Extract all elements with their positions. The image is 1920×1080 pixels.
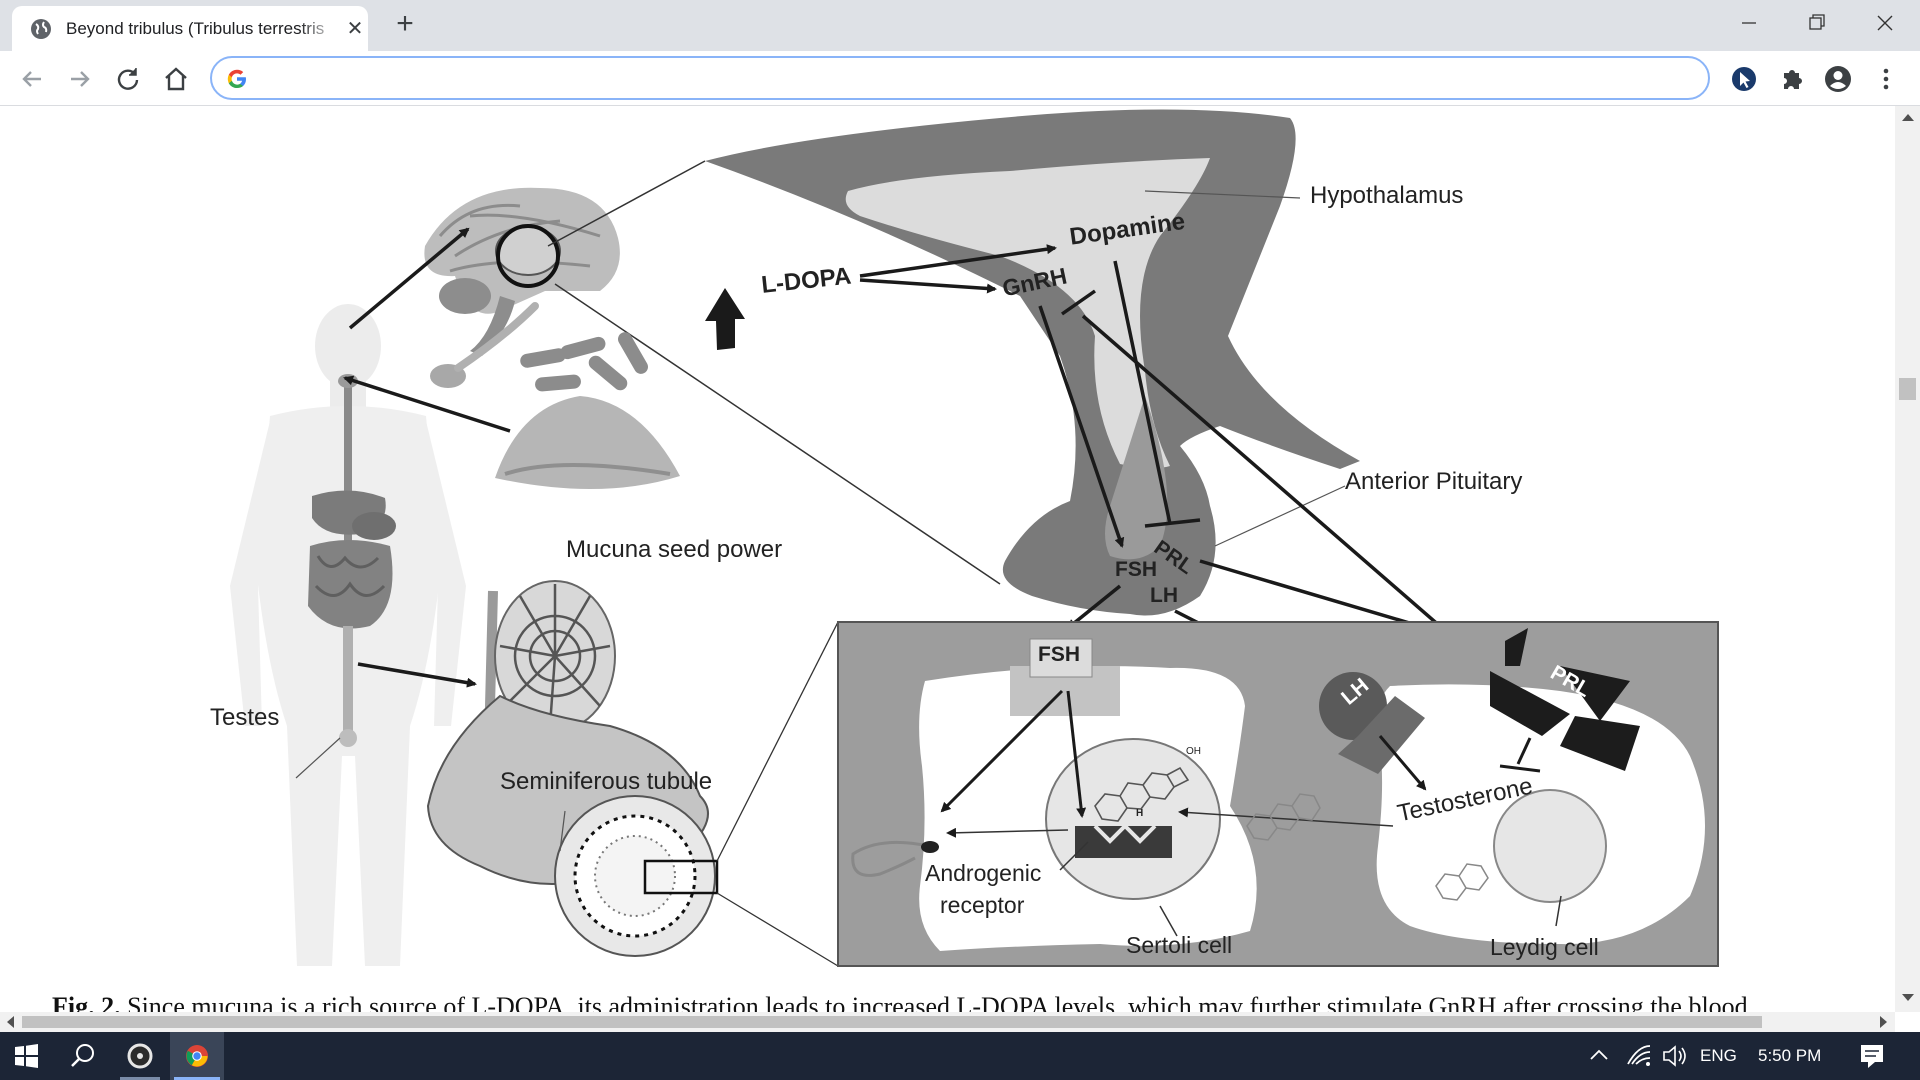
close-window-icon[interactable] — [1864, 8, 1904, 38]
increase-arrow-icon — [705, 288, 745, 350]
zoom-line — [716, 621, 839, 862]
extensions-puzzle-icon[interactable] — [1776, 63, 1808, 95]
clock[interactable]: 5:50 PM — [1758, 1046, 1822, 1065]
windows-start-icon[interactable] — [0, 1032, 52, 1080]
leader-line — [1214, 485, 1346, 547]
reload-icon[interactable] — [112, 63, 144, 95]
leader-line — [1144, 190, 1301, 199]
chrome-taskbar-button[interactable] — [170, 1032, 224, 1080]
url-input[interactable] — [260, 64, 1680, 92]
scroll-left-arrow-icon[interactable] — [7, 1016, 14, 1028]
label-receptor: receptor — [940, 892, 1025, 918]
browser-tab[interactable]: Beyond tribulus (Tribulus terrestris ✕ — [12, 6, 368, 51]
label-anterior-pituitary: Anterior Pituitary — [1345, 468, 1523, 495]
restore-icon[interactable] — [1796, 8, 1836, 38]
chrome-icon — [186, 1045, 208, 1067]
testis-illustration — [426, 580, 719, 957]
human-body-illustration — [230, 304, 466, 966]
leader-line — [295, 737, 341, 779]
extension-cursor-icon[interactable] — [1728, 63, 1760, 95]
minimize-icon[interactable] — [1728, 8, 1768, 38]
leader-line — [559, 810, 566, 852]
profile-avatar-icon[interactable] — [1822, 63, 1854, 95]
label-hydrogen: H — [1136, 808, 1144, 819]
testosterone-molecule — [1246, 793, 1489, 901]
tab-strip: Beyond tribulus (Tribulus terrestris ✕ + — [0, 0, 1920, 51]
figure-diagram — [230, 109, 1719, 967]
cell-arrows — [940, 689, 1541, 818]
brain-illustration — [424, 187, 620, 356]
google-icon — [227, 69, 246, 88]
page-viewport: Hypothalamus L-DOPA Dopamine GnRH Anteri… — [0, 106, 1895, 1012]
vertical-scrollbar[interactable] — [1895, 106, 1920, 1012]
caption-text: Since mucuna is a rich source of L-DOPA,… — [127, 992, 1748, 1012]
browser-toolbar — [0, 51, 1920, 106]
chevron-up-icon[interactable] — [1582, 1032, 1616, 1080]
address-bar[interactable] — [210, 56, 1710, 100]
caption-label: Fig. 2. — [52, 992, 121, 1012]
home-icon[interactable] — [160, 63, 192, 95]
transport-arrows — [946, 807, 1562, 937]
scroll-up-arrow-icon[interactable] — [1902, 114, 1914, 121]
vertical-scroll-thumb[interactable] — [1899, 378, 1916, 400]
new-tab-button[interactable]: + — [396, 7, 414, 40]
zoom-line — [547, 160, 706, 247]
label-fsh-receptor: FSH — [1038, 643, 1080, 666]
cell-inset-box — [837, 621, 1719, 967]
horizontal-scroll-thumb[interactable] — [22, 1016, 1762, 1028]
tab-title: Beyond tribulus (Tribulus terrestris — [66, 19, 325, 38]
label-sertoli-cell: Sertoli cell — [1126, 932, 1233, 958]
search-icon[interactable] — [58, 1032, 106, 1080]
media-app-icon[interactable] — [116, 1032, 164, 1080]
notifications-icon[interactable] — [1850, 1032, 1894, 1080]
forward-arrow-icon[interactable] — [64, 63, 96, 95]
network-icon[interactable] — [1620, 1032, 1656, 1080]
label-testes: Testes — [210, 704, 280, 731]
language-indicator[interactable]: ENG — [1700, 1046, 1737, 1065]
label-leydig-cell: Leydig cell — [1490, 934, 1599, 960]
label-hypothalamus: Hypothalamus — [1310, 182, 1464, 209]
mucuna-powder-illustration — [430, 302, 680, 490]
hypothalamus-pituitary-illustration — [705, 109, 1360, 616]
windows-taskbar: ENG 5:50 PM — [0, 1032, 1920, 1080]
menu-kebab-icon[interactable] — [1870, 63, 1902, 95]
label-androgenic: Androgenic — [925, 860, 1042, 886]
label-mucuna-seed: Mucuna seed power — [566, 536, 783, 563]
close-tab-icon[interactable]: ✕ — [346, 18, 364, 40]
label-seminiferous-tubule: Seminiferous tubule — [500, 768, 713, 795]
scroll-down-arrow-icon[interactable] — [1902, 994, 1914, 1001]
figure-caption: Fig. 2. Since mucuna is a rich source of… — [52, 992, 1892, 1012]
label-oh-group: OH — [1186, 746, 1201, 757]
back-arrow-icon[interactable] — [16, 63, 48, 95]
volume-icon[interactable] — [1656, 1032, 1692, 1080]
scroll-right-arrow-icon[interactable] — [1880, 1016, 1887, 1028]
label-fsh: FSH — [1115, 558, 1157, 581]
label-lh: LH — [1150, 584, 1178, 607]
zoom-line — [716, 892, 839, 967]
globe-icon — [31, 19, 51, 39]
